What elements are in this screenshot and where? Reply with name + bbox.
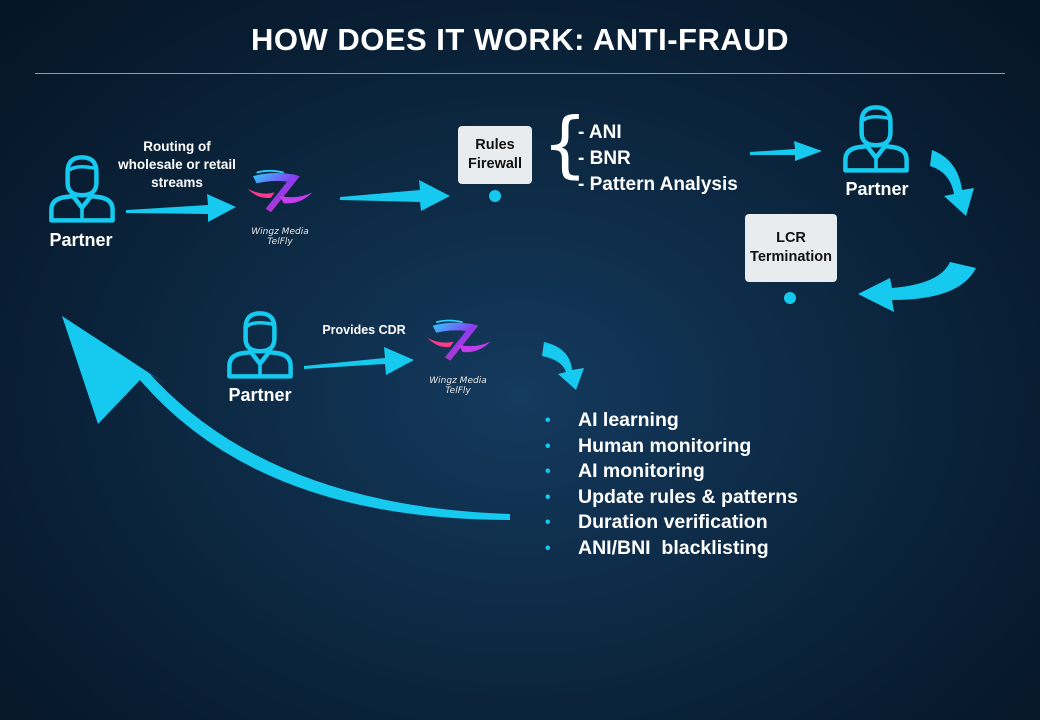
- firewall-checks-list: - ANI - BNR - Pattern Analysis: [578, 120, 738, 198]
- partner-icon: [845, 107, 906, 170]
- svg-text:Wingz Media: Wingz Media: [429, 376, 486, 386]
- list-item: •Human monitoring: [545, 434, 752, 457]
- firewall-check-item: - ANI: [578, 122, 622, 143]
- page-title: HOW DOES IT WORK: ANTI-FRAUD: [250, 22, 790, 57]
- svg-text:Wingz Media: Wingz Media: [251, 227, 308, 237]
- partner-label: Partner: [49, 230, 113, 250]
- partner-label: Partner: [228, 385, 292, 405]
- monitoring-steps-list: •AI learning •Human monitoring •AI monit…: [545, 408, 798, 561]
- firewall-check-item: - BNR: [578, 148, 631, 169]
- title-divider: [35, 73, 1005, 74]
- partner-icon: [51, 157, 112, 220]
- svg-text:TelFly: TelFly: [445, 386, 471, 396]
- wingz-logo: Wingz Media TelFly: [246, 169, 314, 247]
- provides-cdr-label: Provides CDR: [322, 323, 406, 337]
- svg-text:TelFly: TelFly: [267, 237, 293, 247]
- arrow-icon: [126, 141, 822, 375]
- partner-icon: [229, 313, 290, 376]
- list-item: •ANI/BNI blacklisting: [545, 536, 769, 559]
- brace-symbol: {: [542, 102, 588, 186]
- list-item: •AI monitoring: [545, 460, 705, 482]
- list-item: •Update rules & patterns: [545, 485, 798, 508]
- lcr-termination-box: LCR Termination: [745, 214, 837, 282]
- partner-label: Partner: [845, 179, 909, 199]
- arrow-icon: [542, 150, 976, 390]
- firewall-check-item: - Pattern Analysis: [578, 174, 738, 195]
- arrow-icon: [62, 316, 510, 520]
- callout-pointer-dot: [489, 190, 501, 202]
- callout-pointer-dot: [784, 292, 796, 304]
- rules-firewall-box: Rules Firewall: [458, 126, 532, 184]
- routing-label: Routing of wholesale or retail streams: [118, 139, 236, 191]
- list-item: •AI learning: [545, 409, 679, 431]
- wingz-logo: Wingz Media TelFly: [426, 319, 492, 396]
- list-item: •Duration verification: [545, 511, 768, 533]
